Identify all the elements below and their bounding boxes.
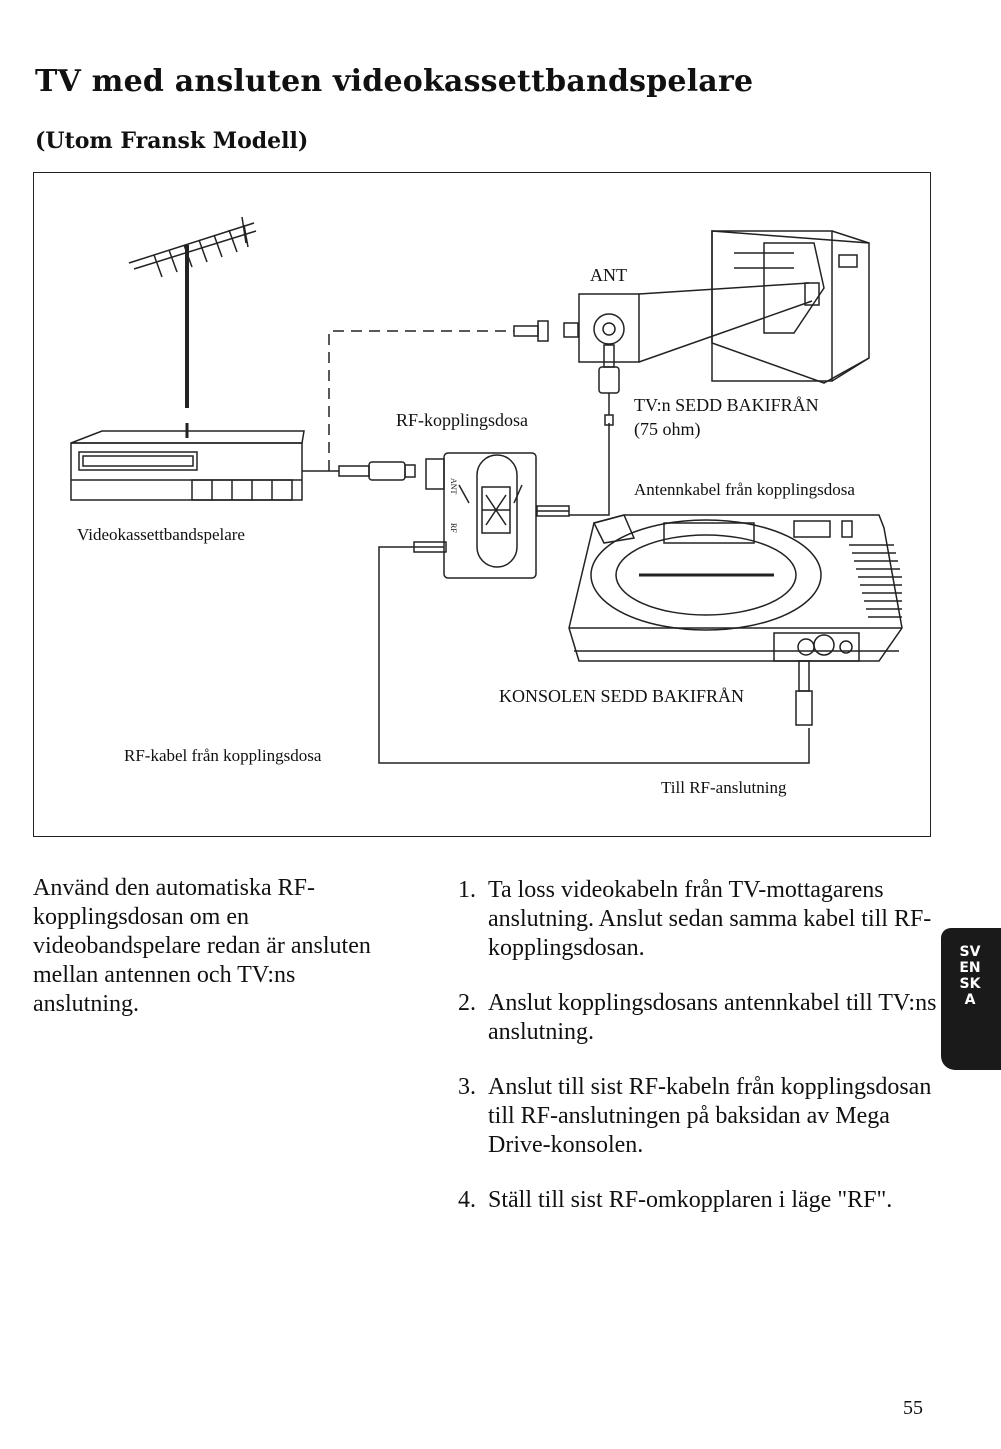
intro-text: Använd den automatiska RF-kopplingsdosan… xyxy=(33,875,371,1017)
rf-cable-label: RF-kabel från kopplingsdosa xyxy=(124,746,322,765)
vcr-label: Videokassettbandspelare xyxy=(77,525,245,544)
step-text: Ställ till sist RF-omkopplaren i läge "R… xyxy=(488,1187,893,1213)
vcr-icon xyxy=(70,430,305,501)
step-text: Anslut kopplingsdosans antennkabel till … xyxy=(488,990,937,1045)
connection-diagram: ANT RF-kopplingsdosa TV:n SEDD BAKIFRÅN … xyxy=(33,172,931,837)
switch-ant-label: ANT xyxy=(449,478,458,495)
step-number: 1. xyxy=(458,877,476,903)
switch-rf-label: RF xyxy=(449,523,458,533)
page-subtitle: (Utom Fransk Modell) xyxy=(35,128,309,154)
list-item: 4. Ställ till sist RF-omkopplaren i läge… xyxy=(458,1186,948,1215)
step-number: 4. xyxy=(458,1187,476,1213)
page-number: 55 xyxy=(903,1397,923,1419)
console-icon xyxy=(568,514,903,662)
antenna-cable-label: Antennkabel från kopplingsdosa xyxy=(634,480,855,499)
list-item: 2. Anslut kopplingsdosans antennkabel ti… xyxy=(458,989,948,1047)
tv-icon xyxy=(711,230,870,384)
tv-ohm-label: (75 ohm) xyxy=(634,419,701,439)
list-item: 1. Ta loss videokabeln från TV-mottagare… xyxy=(458,876,948,963)
step-number: 3. xyxy=(458,1074,476,1100)
step-text: Anslut till sist RF-kabeln från koppling… xyxy=(488,1074,932,1158)
rf-box-label: RF-kopplingsdosa xyxy=(396,410,529,430)
tv-label: TV:n SEDD BAKIFRÅN xyxy=(634,395,819,415)
ant-label: ANT xyxy=(590,265,627,285)
rf-switch-box-icon xyxy=(425,452,537,579)
antenna-icon xyxy=(128,216,257,438)
step-list: 1. Ta loss videokabeln från TV-mottagare… xyxy=(458,876,948,1241)
list-item: 3. Anslut till sist RF-kabeln från koppl… xyxy=(458,1073,948,1160)
console-label: KONSOLEN SEDD BAKIFRÅN xyxy=(499,686,745,706)
language-tab: SVENSKA xyxy=(941,928,1001,1070)
language-tab-label: SVENSKA xyxy=(959,944,981,1008)
page-title: TV med ansluten videokassettbandspelare xyxy=(35,64,754,99)
step-number: 2. xyxy=(458,990,476,1016)
step-text: Ta loss videokabeln från TV-mottagarens … xyxy=(488,877,932,961)
connection-diagram-drawing xyxy=(70,216,903,764)
rf-connection-label: Till RF-anslutning xyxy=(661,778,787,797)
